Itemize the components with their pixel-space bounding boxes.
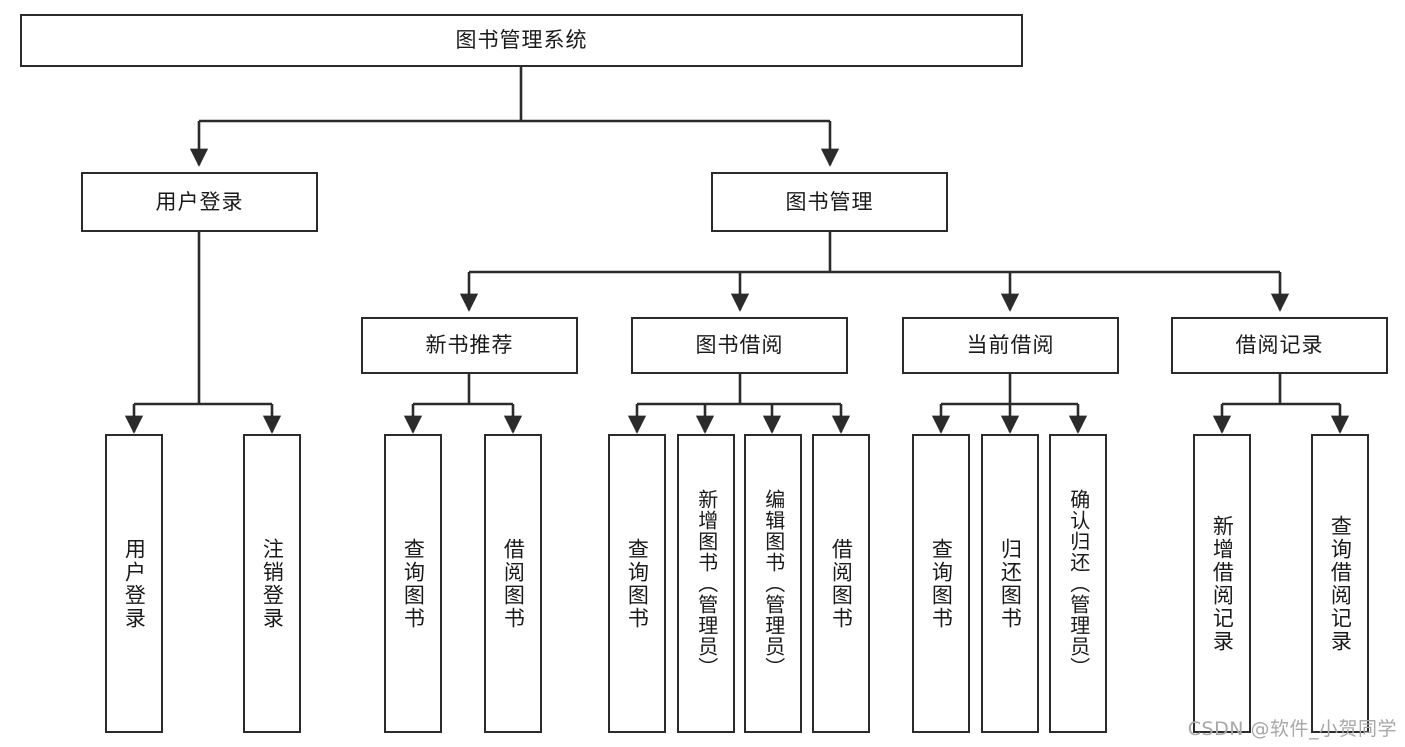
- node-root-label: 图书管理系统: [455, 28, 588, 52]
- leaf-new-book-borrow[interactable]: 借阅图书: [484, 434, 542, 733]
- node-book-borrow-label: 图书借阅: [695, 333, 784, 357]
- leaf-current-return-book[interactable]: 归还图书: [981, 434, 1039, 733]
- leaf-label: 归还图书: [998, 537, 1023, 630]
- leaf-user-login-logout[interactable]: 注销登录: [243, 434, 301, 733]
- leaf-label: 查询借阅记录: [1328, 514, 1353, 653]
- leaf-borrow-add-book-admin[interactable]: 新增图书（管理员）: [677, 434, 735, 733]
- leaf-label: 借阅图书: [829, 537, 854, 630]
- leaf-borrow-edit-book-admin[interactable]: 编辑图书（管理员）: [744, 434, 802, 733]
- leaf-borrow-borrow-book[interactable]: 借阅图书: [812, 434, 870, 733]
- leaf-label: 查询图书: [929, 537, 954, 630]
- node-new-book-recommend[interactable]: 新书推荐: [361, 317, 578, 374]
- node-new-book-recommend-label: 新书推荐: [425, 333, 514, 357]
- node-root-book-management-system[interactable]: 图书管理系统: [20, 14, 1023, 67]
- leaf-record-add-record[interactable]: 新增借阅记录: [1193, 434, 1251, 733]
- leaf-record-query-record[interactable]: 查询借阅记录: [1311, 434, 1369, 733]
- node-book-borrow[interactable]: 图书借阅: [631, 317, 848, 374]
- node-current-borrow-label: 当前借阅: [966, 333, 1055, 357]
- leaf-label: 确认归还（管理员）: [1066, 489, 1091, 678]
- node-current-borrow[interactable]: 当前借阅: [902, 317, 1119, 374]
- leaf-label: 新增图书（管理员）: [694, 489, 719, 678]
- node-book-management-label: 图书管理: [785, 189, 874, 214]
- leaf-current-confirm-return-admin[interactable]: 确认归还（管理员）: [1049, 434, 1107, 733]
- leaf-borrow-query-book[interactable]: 查询图书: [608, 434, 666, 733]
- leaf-label: 查询图书: [625, 537, 650, 630]
- node-borrow-record[interactable]: 借阅记录: [1171, 317, 1388, 374]
- leaf-current-query-book[interactable]: 查询图书: [912, 434, 970, 733]
- leaf-label: 用户登录: [122, 537, 147, 630]
- node-borrow-record-label: 借阅记录: [1235, 333, 1324, 357]
- leaf-new-book-query[interactable]: 查询图书: [384, 434, 442, 733]
- leaf-user-login-login[interactable]: 用户登录: [105, 434, 163, 733]
- watermark: CSDN @软件_小贺同学: [1187, 718, 1397, 740]
- node-book-management[interactable]: 图书管理: [711, 172, 948, 232]
- leaf-label: 查询图书: [401, 537, 426, 630]
- node-user-login-label: 用户登录: [155, 189, 244, 214]
- leaf-label: 新增借阅记录: [1210, 514, 1235, 653]
- leaf-label: 编辑图书（管理员）: [761, 489, 786, 678]
- leaf-label: 注销登录: [260, 537, 285, 630]
- node-user-login[interactable]: 用户登录: [81, 172, 318, 232]
- leaf-label: 借阅图书: [501, 537, 526, 630]
